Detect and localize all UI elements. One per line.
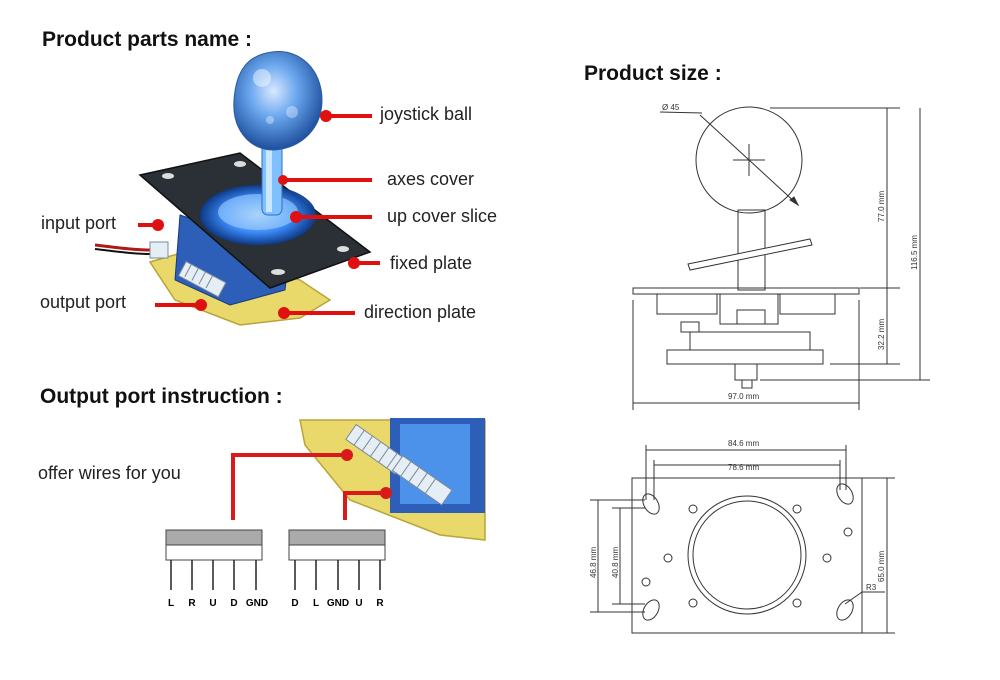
connector-left [165, 529, 263, 590]
connector-lower [391, 455, 453, 506]
label-joystick-ball: joystick ball [380, 104, 473, 124]
size-heading: Product size : [584, 62, 722, 85]
mount-plate [632, 287, 860, 295]
pin-right-3: GND [327, 598, 349, 609]
dim-plate-height: 65.0 mm [877, 551, 886, 582]
output-wire-lines [231, 449, 392, 520]
dim-plate-outer: 84.6 mm [728, 439, 759, 448]
ball-outline [695, 106, 803, 214]
input-port-connector [149, 241, 169, 259]
pin-left-3: U [209, 598, 216, 609]
plate-view-drawing [590, 445, 895, 634]
dim-height-total: 116.5 mm [910, 235, 919, 270]
label-direction-plate: direction plate [364, 302, 477, 322]
dim-diameter: Ø 45 [662, 103, 680, 112]
dim-width: 97.0 mm [728, 392, 759, 401]
pin-left-4: D [230, 598, 237, 609]
plate-outline [631, 477, 863, 634]
pin-left-5: GND [246, 598, 268, 609]
dim-height-upper: 77.0 mm [877, 191, 886, 222]
dim-plate-h1: 46.8 mm [589, 547, 598, 578]
output-port-connector [177, 260, 227, 298]
pin-labels-right: D L GND U R [291, 598, 384, 609]
output-port-photo [299, 418, 486, 541]
pin-right-4: U [355, 598, 362, 609]
input-wire [94, 243, 153, 252]
side-view-drawing [632, 106, 930, 410]
plate-center-hole [687, 495, 807, 615]
dim-height-lower: 32.2 mm [877, 319, 886, 350]
label-input-port: input port [41, 213, 117, 233]
pin-right-1: D [291, 598, 298, 609]
label-axes-cover: axes cover [387, 169, 475, 189]
parts-heading: Product parts name : [42, 28, 253, 51]
dim-radius: R3 [866, 583, 877, 592]
dim-plate-h2: 40.8 mm [611, 547, 620, 578]
label-up-cover-slice: up cover slice [387, 206, 498, 226]
label-offer-wires: offer wires for you [38, 463, 181, 483]
label-output-port: output port [40, 292, 127, 312]
pin-right-2: L [313, 598, 319, 609]
dust-washer [687, 238, 813, 271]
connector-right [288, 529, 386, 590]
pin-left-2: R [188, 598, 196, 609]
joystick-ball [233, 51, 323, 151]
joystick-illustration [94, 51, 372, 326]
pin-labels-left: L R U D GND [168, 598, 268, 609]
pin-right-5: R [376, 598, 384, 609]
callout-lines [138, 110, 380, 319]
output-heading: Output port instruction : [40, 385, 283, 408]
label-fixed-plate: fixed plate [390, 253, 473, 273]
pin-left-1: L [168, 598, 174, 609]
connector-upper [345, 423, 407, 475]
dim-plate-inner: 78.6 mm [728, 463, 759, 472]
